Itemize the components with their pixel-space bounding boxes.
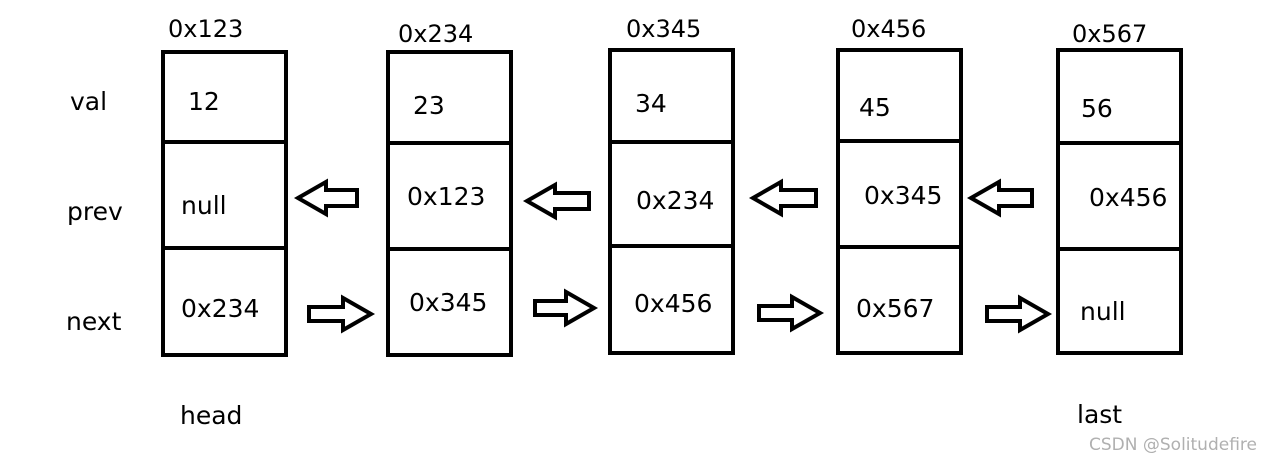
- next-arrow: [985, 294, 1053, 334]
- node-address: 0x123: [168, 15, 243, 43]
- list-node: 0x567 56 0x456 null: [1056, 20, 1183, 355]
- next-arrow: [757, 293, 825, 333]
- row-label-next: next: [66, 307, 122, 336]
- node-box: [608, 48, 735, 355]
- last-label: last: [1077, 400, 1122, 429]
- node-address: 0x567: [1072, 20, 1147, 48]
- node-next: null: [1080, 297, 1126, 326]
- prev-arrow: [522, 181, 591, 221]
- node-prev: 0x234: [636, 186, 714, 215]
- list-node: 0x123 12 null 0x234: [161, 15, 288, 357]
- node-next: 0x234: [181, 294, 259, 323]
- node-val: 56: [1081, 94, 1113, 123]
- node-next: 0x456: [634, 289, 712, 318]
- node-address: 0x456: [851, 15, 926, 43]
- node-address: 0x234: [398, 20, 473, 48]
- prev-arrow: [748, 178, 818, 218]
- watermark: CSDN @Solitudefire: [1089, 435, 1257, 455]
- node-prev: 0x456: [1089, 183, 1167, 212]
- list-node: 0x456 45 0x345 0x567: [836, 15, 963, 355]
- node-val: 23: [413, 91, 445, 120]
- node-box: [1056, 48, 1183, 355]
- node-val: 34: [635, 89, 667, 118]
- node-box: [836, 48, 963, 355]
- head-label: head: [180, 401, 242, 430]
- node-next: 0x567: [856, 294, 934, 323]
- node-prev: null: [181, 191, 227, 220]
- next-arrow: [533, 288, 599, 328]
- node-prev: 0x345: [864, 181, 942, 210]
- prev-arrow: [966, 178, 1034, 218]
- node-box: [386, 50, 513, 357]
- node-next: 0x345: [409, 288, 487, 317]
- list-node: 0x234 23 0x123 0x345: [386, 20, 513, 357]
- node-box: [161, 50, 288, 357]
- node-prev: 0x123: [407, 182, 485, 211]
- next-arrow: [307, 294, 376, 334]
- row-label-prev: prev: [67, 197, 123, 226]
- prev-arrow: [293, 178, 359, 218]
- list-node: 0x345 34 0x234 0x456: [608, 15, 735, 355]
- node-address: 0x345: [626, 15, 701, 43]
- row-label-val: val: [70, 87, 107, 116]
- node-val: 45: [859, 93, 891, 122]
- node-val: 12: [188, 87, 220, 116]
